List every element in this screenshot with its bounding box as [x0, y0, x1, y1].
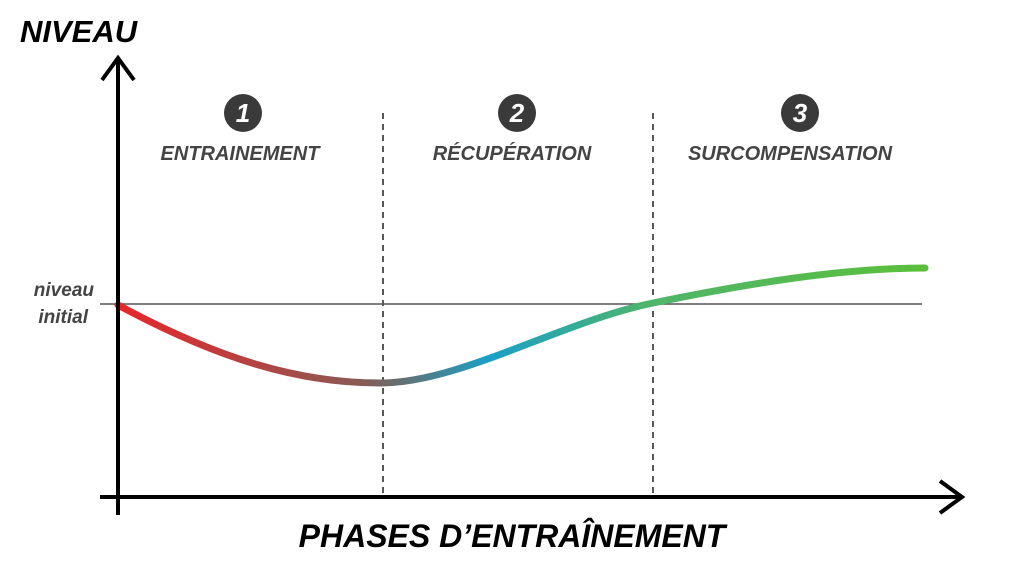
phase-3-label: SURCOMPENSATION: [688, 143, 893, 165]
phase-1: 1 ENTRAINEMENT: [161, 94, 322, 165]
phase-2-badge: [498, 94, 536, 132]
x-axis-label: PHASES D’ENTRAÎNEMENT: [299, 518, 728, 554]
phase-3: 3 SURCOMPENSATION: [688, 94, 893, 165]
phase-1-label: ENTRAINEMENT: [161, 143, 322, 165]
baseline-label-line2: initial: [38, 307, 88, 328]
phase-2: 2 RÉCUPÉRATION: [433, 94, 592, 165]
phase-1-badge: [224, 94, 262, 132]
phase-3-number: 3: [793, 98, 808, 128]
phase-2-number: 2: [509, 98, 525, 128]
phase-2-label: RÉCUPÉRATION: [433, 142, 592, 165]
performance-curve: [114, 264, 929, 387]
phase-3-badge: [781, 94, 819, 132]
y-axis-label: NIVEAU: [20, 14, 139, 49]
baseline-label-line1: niveau: [34, 280, 95, 301]
phase-1-number: 1: [236, 98, 250, 128]
x-axis-arrow-icon: [938, 479, 966, 515]
y-axis-arrow-icon: [100, 54, 136, 82]
